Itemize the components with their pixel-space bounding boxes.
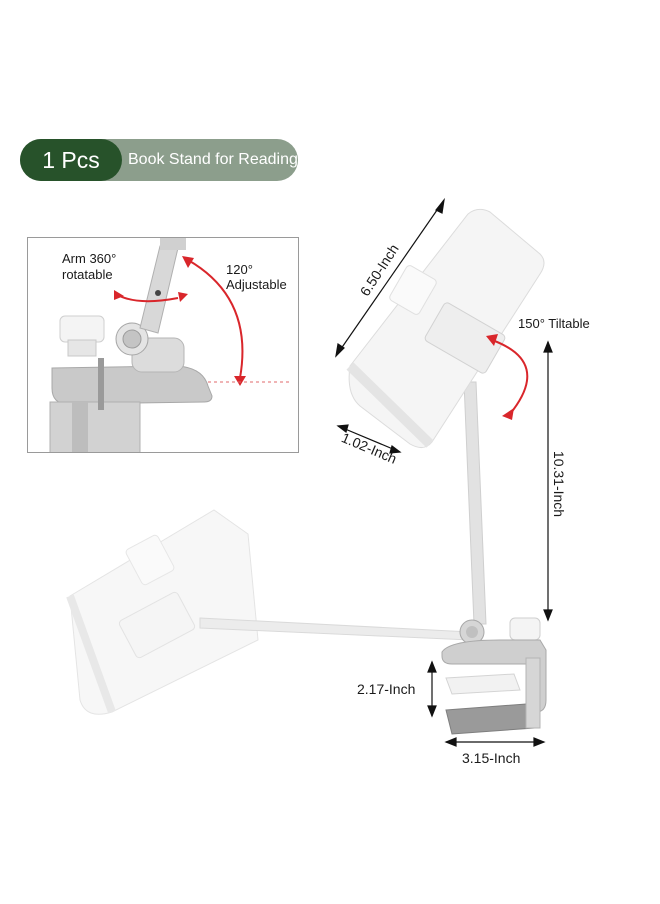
adjust-label-line2: Adjustable (226, 277, 287, 292)
badge-title: Book Stand for Reading (128, 151, 298, 168)
arm-rotation-label-line2: rotatable (62, 267, 113, 282)
badge-count: 1 Pcs (20, 139, 122, 181)
clamp-width-label: 3.15-Inch (462, 750, 521, 766)
adjust-label-line1: 120° (226, 262, 253, 277)
arm-detail-illustration (49, 238, 290, 452)
clamp-opening-label: 2.17-Inch (357, 681, 416, 697)
upright-holder (346, 208, 545, 448)
arm-rotation-label-line1: Arm 360° (62, 251, 117, 266)
product-count-badge: 1 Pcs Book Stand for Reading (20, 139, 298, 181)
arm-detail-inset: Arm 360° rotatable 120° Adjustable (27, 237, 299, 453)
pole-height-label: 10.31-Inch (551, 450, 568, 518)
extended-holder (66, 509, 259, 715)
tilt-label: 150° Tiltable (518, 316, 590, 331)
